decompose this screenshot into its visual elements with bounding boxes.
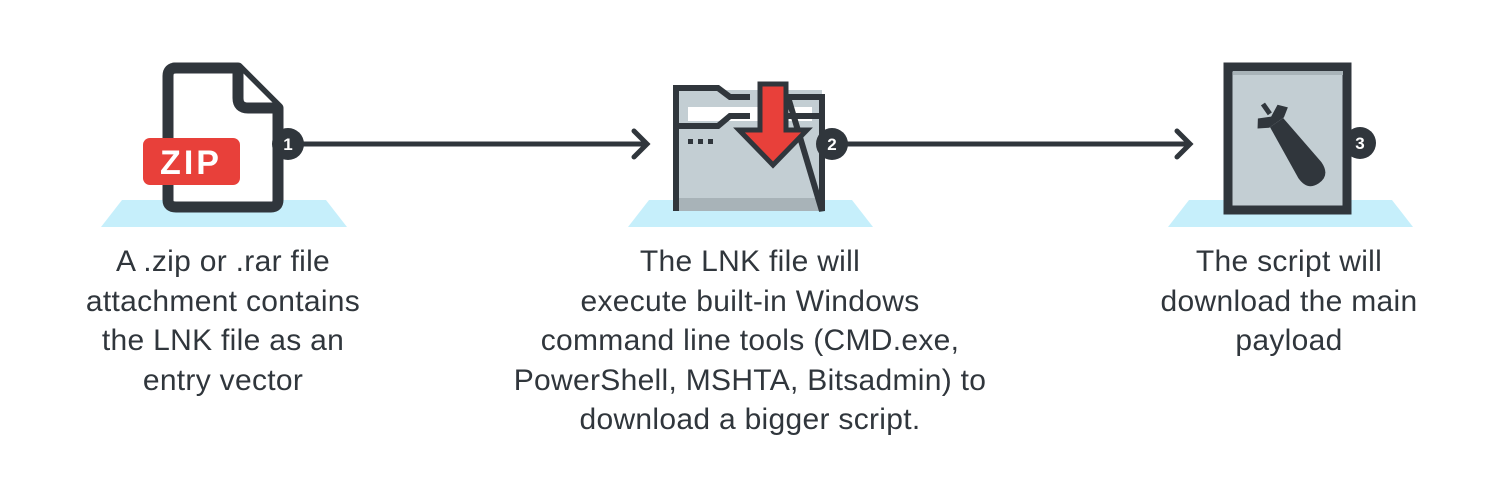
- caption-line: A .zip or .rar file: [115, 245, 331, 278]
- caption-line: attachment contains: [85, 284, 361, 318]
- caption-line: entry vector: [142, 363, 304, 397]
- bomb-document-icon: [1223, 62, 1352, 215]
- caption-line: execute built-in Windows: [580, 284, 920, 318]
- step-number-2: 2: [827, 135, 836, 154]
- step-caption-1: A .zip or .rar file attachment contains …: [0, 242, 503, 400]
- step-number-3: 3: [1355, 134, 1364, 153]
- caption-line: PowerShell, MSHTA, Bitsadmin) to: [513, 363, 987, 397]
- floor-shadow-1: [101, 200, 347, 227]
- folder-download-icon: [673, 81, 825, 212]
- download-arrow: [733, 81, 813, 169]
- caption-line: download a bigger script.: [579, 403, 921, 436]
- arrow-1-to-2: [297, 128, 651, 160]
- zip-badge-label: ZIP: [160, 144, 222, 182]
- caption-line: download the main: [1160, 284, 1418, 318]
- step-caption-3: The script will download the main payloa…: [1009, 242, 1502, 361]
- arrow-2-to-3: [842, 128, 1194, 160]
- step-caption-2: The LNK file will execute built-in Windo…: [470, 242, 1030, 440]
- caption-line: command line tools (CMD.exe,: [540, 324, 960, 357]
- zip-file-icon: ZIP: [143, 62, 284, 213]
- step-badge-3: [1344, 127, 1376, 159]
- caption-line: The script will: [1195, 245, 1383, 278]
- caption-line: the LNK file as an: [101, 324, 345, 357]
- bomb-icon: [1257, 102, 1326, 187]
- step-badge-1: [272, 128, 304, 160]
- step-number-1: 1: [283, 135, 292, 154]
- caption-line: payload: [1235, 324, 1343, 357]
- step-badge-2: [816, 128, 848, 160]
- caption-line: The LNK file will: [639, 245, 861, 278]
- zip-badge: [143, 138, 240, 185]
